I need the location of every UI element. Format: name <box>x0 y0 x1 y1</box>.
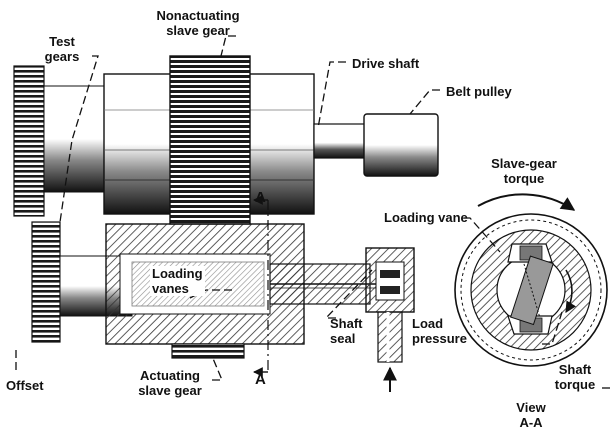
label-loading-vanes-line2: vanes <box>152 281 189 296</box>
label-loading-vane: Loading vane <box>384 210 468 225</box>
label-actuating-slave-gear: Actuating slave gear <box>120 368 220 398</box>
nonactuating-slave-gear <box>169 55 251 225</box>
label-belt-pulley: Belt pulley <box>446 84 512 99</box>
label-shaft-seal: Shaft seal <box>330 316 363 346</box>
label-test-gears: Test gears <box>36 34 88 64</box>
label-nonactuating-line1: Nonactuating <box>156 8 240 23</box>
view-aa-section <box>454 193 608 367</box>
section-line <box>253 195 269 377</box>
drive-shaft <box>313 123 367 159</box>
label-loading-vanes-line1: Loading <box>152 266 203 281</box>
label-nonactuating-line2: slave gear <box>166 23 230 38</box>
label-actuating-line1: Actuating <box>140 368 200 383</box>
label-load-pressure: Load pressure <box>412 316 467 346</box>
label-test-gears-line2: gears <box>44 49 80 64</box>
label-shaft-torque: Shaft torque <box>548 362 602 392</box>
label-slave-gear-torque-line1: Slave-gear <box>491 156 557 171</box>
label-shaft-seal-line2: seal <box>330 331 356 346</box>
belt-pulley <box>363 113 439 177</box>
label-section-a-bottom: A <box>255 371 266 388</box>
label-load-pressure-line1: Load <box>412 316 444 331</box>
lower-assembly <box>31 221 415 392</box>
label-shaft-seal-line1: Shaft <box>330 316 363 331</box>
label-nonactuating-slave-gear: Nonactuating slave gear <box>148 8 248 38</box>
label-loading-vanes: Loading vanes <box>150 266 205 296</box>
label-test-gears-line1: Test <box>49 34 75 49</box>
shaft-seal-inner <box>375 261 405 301</box>
label-section-a-top: A <box>255 189 266 206</box>
label-shaft-torque-line1: Shaft <box>558 362 592 377</box>
label-drive-shaft: Drive shaft <box>352 56 420 71</box>
label-view-line1: View <box>516 400 546 415</box>
upper-assembly <box>13 55 439 225</box>
actuating-slave-gear <box>171 343 245 359</box>
label-slave-gear-torque: Slave-gear torque <box>484 156 564 186</box>
label-offset: Offset <box>6 378 44 393</box>
label-shaft-torque-line2: torque <box>554 377 596 392</box>
label-view-aa: View A-A <box>508 400 554 430</box>
lower-test-gear <box>31 221 61 343</box>
upper-left-shaft <box>43 85 107 193</box>
label-actuating-line2: slave gear <box>138 383 202 398</box>
label-slave-gear-torque-line2: torque <box>503 171 545 186</box>
shaft-torque-arrow <box>565 269 577 313</box>
label-load-pressure-line2: pressure <box>412 331 467 346</box>
upper-test-gear <box>13 65 45 217</box>
loading-vane <box>510 255 554 326</box>
load-pressure-stem <box>377 311 403 363</box>
slave-gear-torque-arrow <box>477 193 576 211</box>
label-view-line2: A-A <box>519 415 543 430</box>
